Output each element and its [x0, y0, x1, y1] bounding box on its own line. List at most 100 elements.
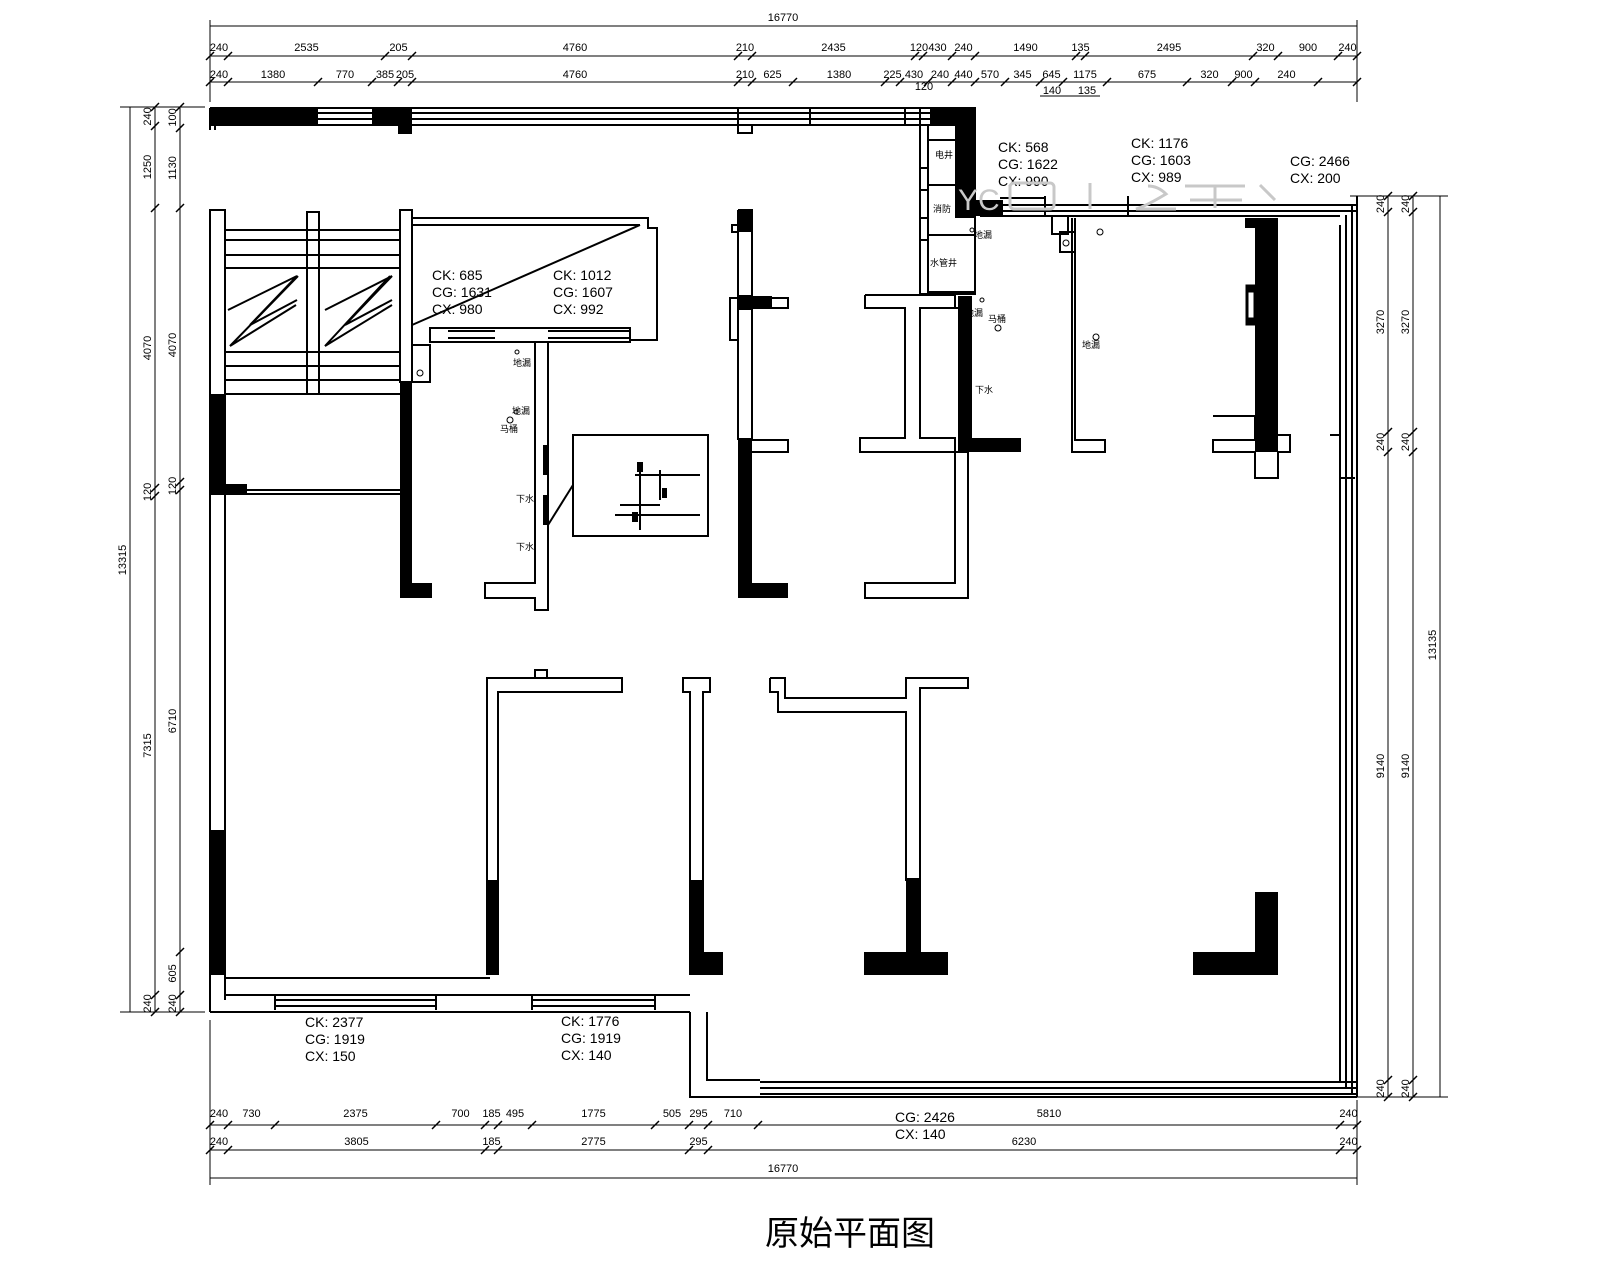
dim-tick	[1000, 77, 1010, 87]
dim-total-right: 13135	[1427, 630, 1439, 661]
dim-tick	[150, 121, 160, 131]
dim-tick	[1408, 447, 1418, 457]
dim-tick	[480, 1120, 490, 1130]
dim-tick	[703, 1145, 713, 1155]
dimension-lines	[120, 20, 1448, 1185]
label-downpipe-1: 下水	[516, 493, 534, 505]
dim-tick	[480, 1145, 490, 1155]
dim-tick	[650, 1120, 660, 1130]
dim-rightInner-1: 3270	[1400, 310, 1412, 334]
dim-tick	[895, 77, 905, 87]
dim-top1-11: 2495	[1157, 42, 1181, 54]
dim-top1-2: 205	[389, 42, 407, 54]
opening-5-line-0: CK: 2377	[305, 1014, 364, 1030]
opening-7-line-0: CG: 2426	[895, 1109, 955, 1125]
opening-5-line-2: CX: 150	[305, 1048, 356, 1064]
dim-tick	[733, 77, 743, 87]
dim-tick	[150, 203, 160, 213]
label-downpipe-2: 下水	[516, 541, 534, 553]
dim-top2-9: 225	[883, 69, 901, 81]
opening-5-line-1: CG: 1919	[305, 1031, 365, 1047]
dim-top2sub-1: 140	[1043, 85, 1061, 97]
dim-top2sub-2: 135	[1078, 85, 1096, 97]
dim-tick	[947, 77, 957, 87]
dim-tick	[393, 77, 403, 87]
dim-rightInner-3: 9140	[1400, 754, 1412, 778]
dim-tick	[1408, 427, 1418, 437]
label-floor-drain-5: 地漏	[1082, 339, 1100, 351]
dim-tick	[1035, 77, 1045, 87]
opening-4-line-0: CK: 1012	[553, 267, 612, 283]
dim-rightOuter-0: 240	[1375, 195, 1387, 213]
opening-7-line-1: CX: 140	[895, 1126, 946, 1142]
dim-tick	[1333, 51, 1343, 61]
dim-rightInner-0: 240	[1400, 195, 1412, 213]
dim-tick	[1352, 77, 1362, 87]
dim-tick	[367, 77, 377, 87]
dim-top1-3: 4760	[563, 42, 587, 54]
dim-top2-12: 440	[954, 69, 972, 81]
dim-top1-0: 240	[210, 42, 228, 54]
dim-tick	[1248, 51, 1258, 61]
dim-tick	[1071, 51, 1081, 61]
dim-bottom1-3: 700	[451, 1108, 469, 1120]
dim-tick	[205, 51, 215, 61]
label-fire-shaft: 消防	[933, 203, 951, 215]
dim-leftInner-0: 100	[167, 108, 179, 126]
dim-tick	[880, 77, 890, 87]
dim-rightInner-4: 240	[1400, 1079, 1412, 1097]
dim-bottom1-0: 240	[210, 1108, 228, 1120]
label-floor-drain-3: 地漏	[974, 229, 992, 241]
dim-tick	[150, 483, 160, 493]
dim-rightOuter-2: 240	[1375, 433, 1387, 451]
dim-rightOuter-4: 240	[1375, 1079, 1387, 1097]
walls-solid	[210, 108, 1278, 975]
opening-6-line-0: CK: 1776	[561, 1013, 620, 1029]
dim-tick	[175, 102, 185, 112]
label-elec-shaft: 电井	[935, 149, 953, 161]
dim-tick	[1313, 77, 1323, 87]
dim-tick	[223, 51, 233, 61]
dim-tick	[1250, 77, 1260, 87]
dim-rightInner-2: 240	[1400, 433, 1412, 451]
room-labels: 电井 消防 水管井 地漏 地漏 马桶 下水 下水 地漏 地漏 马桶 下水 地漏	[500, 149, 1100, 553]
dim-top2-1: 1380	[261, 69, 285, 81]
dim-tick	[150, 102, 160, 112]
dim-bottom2-4: 295	[689, 1136, 707, 1148]
dim-top1-6: 120	[910, 42, 928, 54]
dim-tick	[1408, 207, 1418, 217]
dim-tick	[1383, 447, 1393, 457]
dim-total-left: 13315	[117, 545, 129, 576]
dim-leftOuter-5: 240	[142, 994, 154, 1012]
dimension-ticks	[150, 51, 1418, 1155]
dim-tick	[493, 1145, 503, 1155]
dim-tick	[918, 51, 928, 61]
label-water-shaft: 水管井	[930, 257, 957, 269]
dim-top2-18: 320	[1200, 69, 1218, 81]
dim-top1-12: 320	[1256, 42, 1274, 54]
small-fixtures	[416, 227, 1257, 424]
dim-tick	[175, 1007, 185, 1017]
dim-leftOuter-4: 7315	[142, 733, 154, 757]
dim-top2-14: 345	[1013, 69, 1031, 81]
label-floor-drain-2: 地漏	[512, 405, 530, 417]
dim-top1-9: 1490	[1013, 42, 1037, 54]
dim-top2-0: 240	[210, 69, 228, 81]
dim-top1-7: 430	[928, 42, 946, 54]
opening-4-line-2: CX: 992	[553, 301, 604, 317]
dim-top1-1: 2535	[294, 42, 318, 54]
dim-tick	[270, 1120, 280, 1130]
opening-2-line-1: CX: 200	[1290, 170, 1341, 186]
dim-leftOuter-3: 120	[142, 483, 154, 501]
dim-top1-4: 210	[736, 42, 754, 54]
dim-leftOuter-1: 1250	[142, 155, 154, 179]
dim-tick	[910, 51, 920, 61]
dim-bottom2-3: 2775	[581, 1136, 605, 1148]
dim-tick	[223, 1120, 233, 1130]
dim-bottom1-5: 495	[506, 1108, 524, 1120]
dim-leftOuter-0: 240	[142, 107, 154, 125]
